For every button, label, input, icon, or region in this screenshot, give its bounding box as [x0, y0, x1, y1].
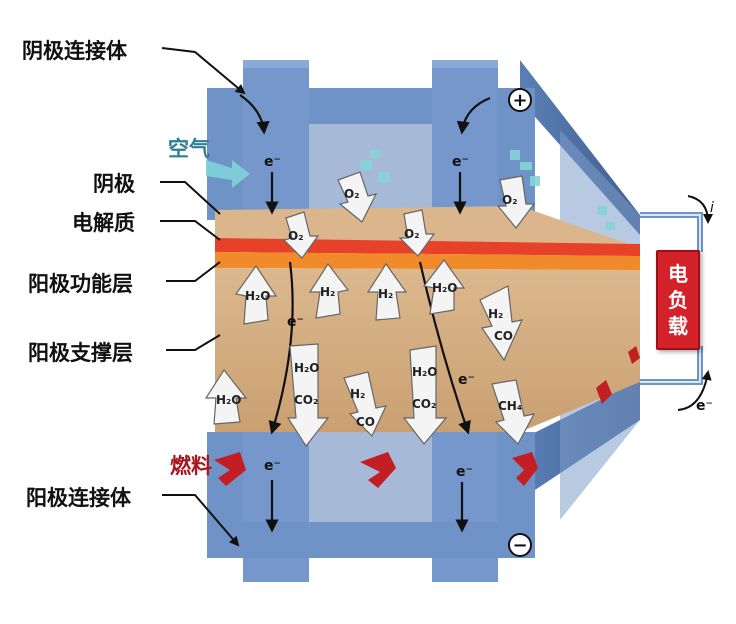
load-label-char: 负 — [668, 288, 688, 312]
electron-flow — [239, 94, 491, 533]
svg-text:O₂: O₂ — [288, 229, 303, 243]
h2-co-molecule-arrow: H₂ CO — [343, 371, 388, 438]
anode-functional-layer — [215, 252, 640, 270]
electric-load: 电 负 载 — [656, 250, 700, 350]
svg-text:H₂O: H₂O — [432, 281, 458, 295]
svg-text:H₂O: H₂O — [216, 393, 242, 407]
o2-molecule-arrow: O₂ — [398, 209, 436, 257]
electrolyte-layer — [215, 238, 640, 256]
electron-label: e⁻ — [287, 314, 304, 330]
h2o-molecule-arrow: H₂O — [234, 264, 278, 325]
electron-arrow-top-right — [456, 96, 491, 135]
h2co-molecule-arrow: H₂ CO — [479, 285, 524, 362]
label-anode-support-layer: 阳极支撑层 — [28, 341, 133, 365]
label-anode-functional-layer: 阳极功能层 — [28, 272, 133, 296]
leader-anode-functional — [166, 261, 221, 282]
load-label-char: 载 — [668, 314, 688, 338]
electron-path-right — [418, 261, 471, 435]
air-inflow — [206, 150, 615, 230]
fuel-arrow-icon — [628, 346, 640, 364]
label-fuel: 燃料 — [170, 454, 212, 478]
o2-molecule-arrow: O₂ — [496, 175, 536, 229]
svg-text:H₂O: H₂O — [294, 361, 320, 375]
svg-text:H₂O: H₂O — [412, 365, 438, 379]
electron-label: e⁻ — [264, 154, 281, 170]
electron-label: e⁻ — [458, 372, 475, 388]
electron-label: e⁻ — [452, 154, 469, 170]
current-arrow — [687, 195, 713, 224]
leader-anode-support — [166, 334, 221, 351]
anode-interconnect — [207, 432, 535, 582]
svg-text:O₂: O₂ — [344, 187, 359, 201]
fuel-arrow-icon — [360, 452, 396, 488]
h2-molecule-arrow: H₂ — [366, 262, 408, 321]
svg-text:H₂O: H₂O — [245, 289, 271, 303]
leader-cathode-interconnect — [161, 47, 246, 95]
h2o-molecule-arrow: H₂O — [422, 258, 466, 315]
svg-text:O₂: O₂ — [502, 193, 517, 207]
svg-text:H₂: H₂ — [488, 307, 503, 321]
svg-text:O₂: O₂ — [404, 227, 419, 241]
fuel-arrow-icon — [214, 452, 246, 486]
svg-text:H₂: H₂ — [320, 285, 335, 299]
load-label-char: 电 — [668, 262, 688, 286]
svg-text:H₂: H₂ — [350, 387, 365, 401]
leader-cathode — [160, 181, 221, 215]
electron-label: e⁻ — [264, 458, 281, 474]
label-cathode-interconnect: 阴极连接体 — [22, 39, 127, 63]
h2o-co2-molecule-arrow: H₂O CO₂ — [402, 345, 448, 445]
label-anode-interconnect: 阳极连接体 — [26, 486, 131, 510]
electron-return-arrow — [677, 370, 712, 411]
fuel-arrow-icon — [596, 380, 612, 404]
electron-arrow-top-left — [239, 94, 270, 135]
o2-molecule-arrow: O₂ — [282, 211, 320, 259]
svg-text:CO₂: CO₂ — [294, 393, 318, 407]
negative-terminal-icon: − — [508, 533, 532, 557]
air-arrow-icon — [206, 160, 250, 188]
svg-text:H₂: H₂ — [378, 287, 393, 301]
external-circuit — [640, 195, 713, 411]
o2-molecule-arrow: O₂ — [337, 171, 378, 223]
label-electrolyte: 电解质 — [72, 211, 135, 235]
h2o-molecule-arrow: H₂O — [204, 368, 248, 425]
gas-molecules: O₂ O₂ O₂ O₂ H₂O H₂ H₂ H₂O — [204, 171, 536, 448]
label-cathode: 阴极 — [93, 172, 135, 196]
svg-text:CO: CO — [356, 415, 375, 429]
ch4-molecule-arrow: CH₄ — [491, 379, 536, 445]
svg-text:−: − — [512, 535, 527, 556]
electron-label: e⁻ — [696, 398, 713, 414]
electron-label: e⁻ — [456, 464, 473, 480]
fuel-inflow — [214, 346, 640, 488]
svg-text:CH₄: CH₄ — [498, 399, 522, 413]
leader-electrolyte — [160, 220, 221, 241]
leader-anode-interconnect — [162, 494, 240, 547]
h2-molecule-arrow: H₂ — [308, 262, 350, 319]
svg-text:CO: CO — [494, 329, 513, 343]
leader-lines — [160, 47, 246, 547]
svg-text:+: + — [512, 90, 527, 111]
electron-path-left — [268, 261, 294, 435]
h2o-co2-molecule-arrow: H₂O CO₂ — [286, 343, 330, 448]
fuel-arrow-icon — [512, 452, 538, 486]
positive-terminal-icon: + — [508, 88, 532, 112]
current-label: i — [710, 200, 714, 216]
cathode-layer — [215, 206, 640, 248]
svg-text:CO₂: CO₂ — [412, 397, 436, 411]
label-air: 空气 — [168, 137, 210, 161]
